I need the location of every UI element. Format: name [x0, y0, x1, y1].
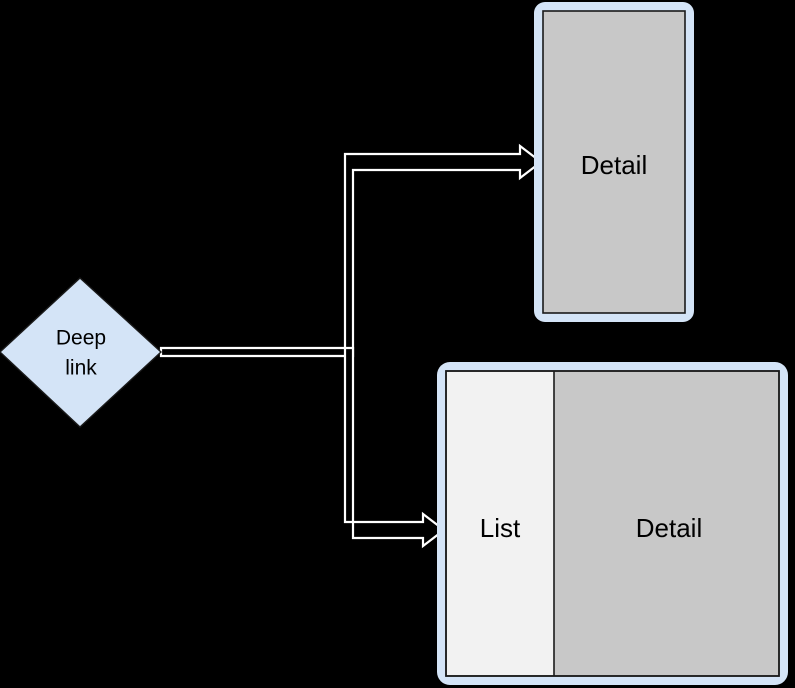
diamond-shape — [0, 277, 163, 428]
edge-path-list-detail — [343, 346, 446, 549]
node-deep-link[interactable]: Deep link — [0, 277, 163, 428]
detail-only-panel-detail — [542, 10, 686, 314]
edge-deeplink-to-detail[interactable] — [159, 143, 543, 358]
list-detail-list-label: List — [480, 513, 521, 543]
node-detail-only[interactable]: Detail — [534, 2, 694, 322]
edge-deeplink-to-list-detail[interactable] — [343, 346, 446, 549]
detail-only-detail-label: Detail — [581, 150, 647, 180]
list-detail-panel-outline — [445, 370, 780, 677]
node-list-detail[interactable]: List Detail — [437, 362, 788, 685]
list-detail-detail-label: Detail — [636, 513, 702, 543]
list-detail-panel-list — [447, 372, 554, 675]
edge-path-detail — [159, 143, 543, 358]
deep-link-label-line2: link — [65, 357, 97, 380]
deep-link-label-line1: Deep — [56, 327, 106, 350]
